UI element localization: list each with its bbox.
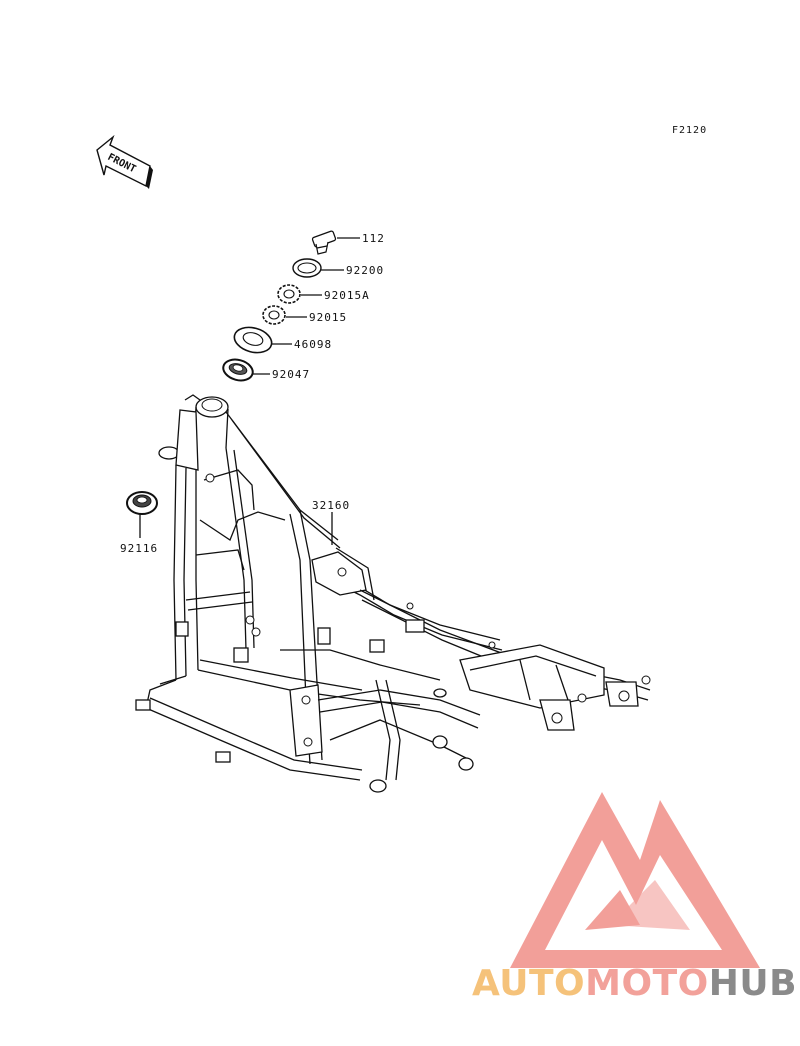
- motorcycle-frame-32160: [135, 394, 651, 793]
- watermark-auto: AUTO: [472, 963, 585, 1004]
- part-label-32160: 32160: [312, 499, 350, 512]
- front-arrow-icon: FRONT: [96, 134, 153, 189]
- part-label-46098: 46098: [294, 338, 332, 351]
- washer-92200-icon: [292, 258, 322, 278]
- watermark-moto: MOTO: [585, 963, 709, 1004]
- figure-code: F2120: [672, 125, 707, 136]
- bearing-92116-icon: [126, 491, 158, 515]
- nut-92015-icon: [262, 305, 286, 325]
- watermark-text: AUTOMOTOHUB: [472, 963, 797, 1004]
- bolt-112-icon: [311, 230, 337, 255]
- part-label-112: 112: [362, 232, 385, 245]
- automotohub-logo: [510, 792, 760, 968]
- part-label-92200: 92200: [346, 264, 384, 277]
- seal-46098-icon: [233, 326, 273, 354]
- watermark-hub: HUB: [709, 963, 797, 1004]
- bearing-92047-icon: [222, 358, 254, 382]
- nut-92015A-icon: [277, 284, 301, 304]
- part-label-92015: 92015: [309, 311, 347, 324]
- part-label-92015A: 92015A: [324, 289, 370, 302]
- part-label-92047: 92047: [272, 368, 310, 381]
- part-label-92116: 92116: [120, 542, 158, 555]
